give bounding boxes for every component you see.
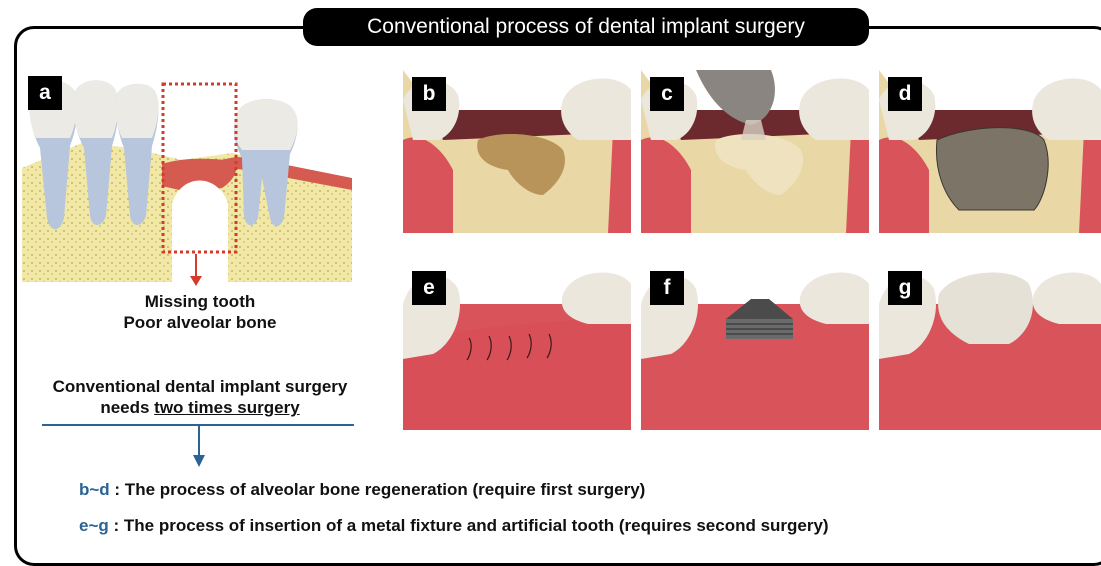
legend-line-1: b~d : The process of alveolar bone regen…	[79, 480, 645, 500]
panel-c: c	[641, 70, 869, 233]
panel-a-illustration	[22, 68, 352, 282]
panel-b: b	[403, 70, 631, 233]
panel-label-e: e	[412, 271, 446, 305]
panel-label-b: b	[412, 77, 446, 111]
panel-label-f: f	[650, 271, 684, 305]
legend-text-1: : The process of alveolar bone regenerat…	[110, 480, 646, 499]
caption-line-2: Poor alveolar bone	[100, 312, 300, 333]
panel-e: e	[403, 264, 631, 430]
panel-label-a: a	[28, 76, 62, 110]
summary-line-1: Conventional dental implant surgery	[30, 376, 370, 397]
summary-text: Conventional dental implant surgery need…	[30, 376, 370, 418]
diagram-title: Conventional process of dental implant s…	[303, 8, 869, 46]
panel-label-d: d	[888, 77, 922, 111]
panel-g: g	[879, 264, 1101, 430]
summary-underlined: two times surgery	[154, 398, 300, 417]
summary-line-2: needs two times surgery	[30, 397, 370, 418]
missing-tooth-caption: Missing tooth Poor alveolar bone	[100, 291, 300, 333]
panel-d: d	[879, 70, 1101, 233]
panel-f: f	[641, 264, 869, 430]
panel-label-c: c	[650, 77, 684, 111]
legend-text-2: : The process of insertion of a metal fi…	[109, 516, 829, 535]
caption-line-1: Missing tooth	[100, 291, 300, 312]
panel-a: a	[22, 68, 352, 282]
legend-key-2: e~g	[79, 516, 109, 535]
legend-line-2: e~g : The process of insertion of a meta…	[79, 516, 829, 536]
legend-key-1: b~d	[79, 480, 110, 499]
red-arrow	[189, 254, 203, 286]
panel-label-g: g	[888, 271, 922, 305]
blue-arrow	[192, 425, 206, 467]
